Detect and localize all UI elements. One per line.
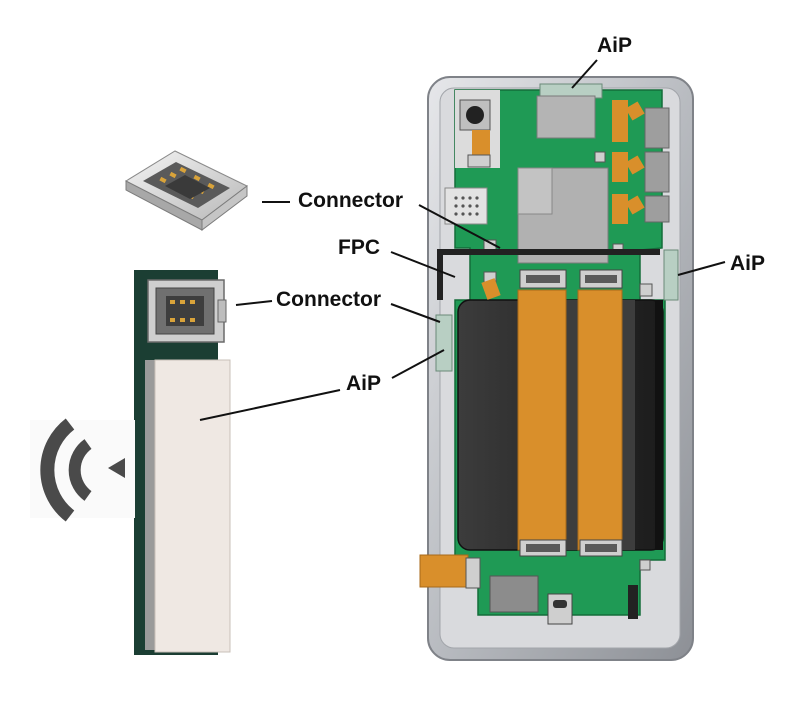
leader-aip-top — [571, 59, 598, 89]
phone-assembly — [419, 76, 694, 661]
label-connector-top: Connector — [298, 189, 403, 212]
label-fpc: FPC — [338, 236, 380, 259]
leader-aip-right — [677, 261, 726, 276]
connector-standalone — [124, 150, 248, 232]
wifi-signal-icon — [30, 418, 135, 522]
label-aip-module: AiP — [346, 372, 382, 395]
fpc-ribbon-right — [577, 289, 623, 551]
leader-aip-module — [199, 389, 341, 421]
label-connector-module: Connector — [276, 288, 381, 311]
fpc-strip — [437, 249, 520, 300]
aip-module — [134, 270, 231, 655]
usb-port — [547, 593, 573, 625]
leader-connector-main — [418, 204, 501, 249]
fpc-ribbon-left — [517, 289, 567, 551]
label-aip-top: AiP — [597, 34, 633, 57]
antenna-panel — [154, 359, 231, 653]
bottom-fpc — [419, 554, 469, 588]
label-aip-right: AiP — [730, 252, 766, 275]
aip-left-module — [435, 314, 453, 372]
leader-aip-left — [391, 349, 445, 379]
leader-fpc — [390, 251, 456, 278]
aip-side-module — [663, 249, 679, 301]
leader-connector-side — [390, 303, 441, 323]
leader-connector-module — [235, 300, 273, 306]
